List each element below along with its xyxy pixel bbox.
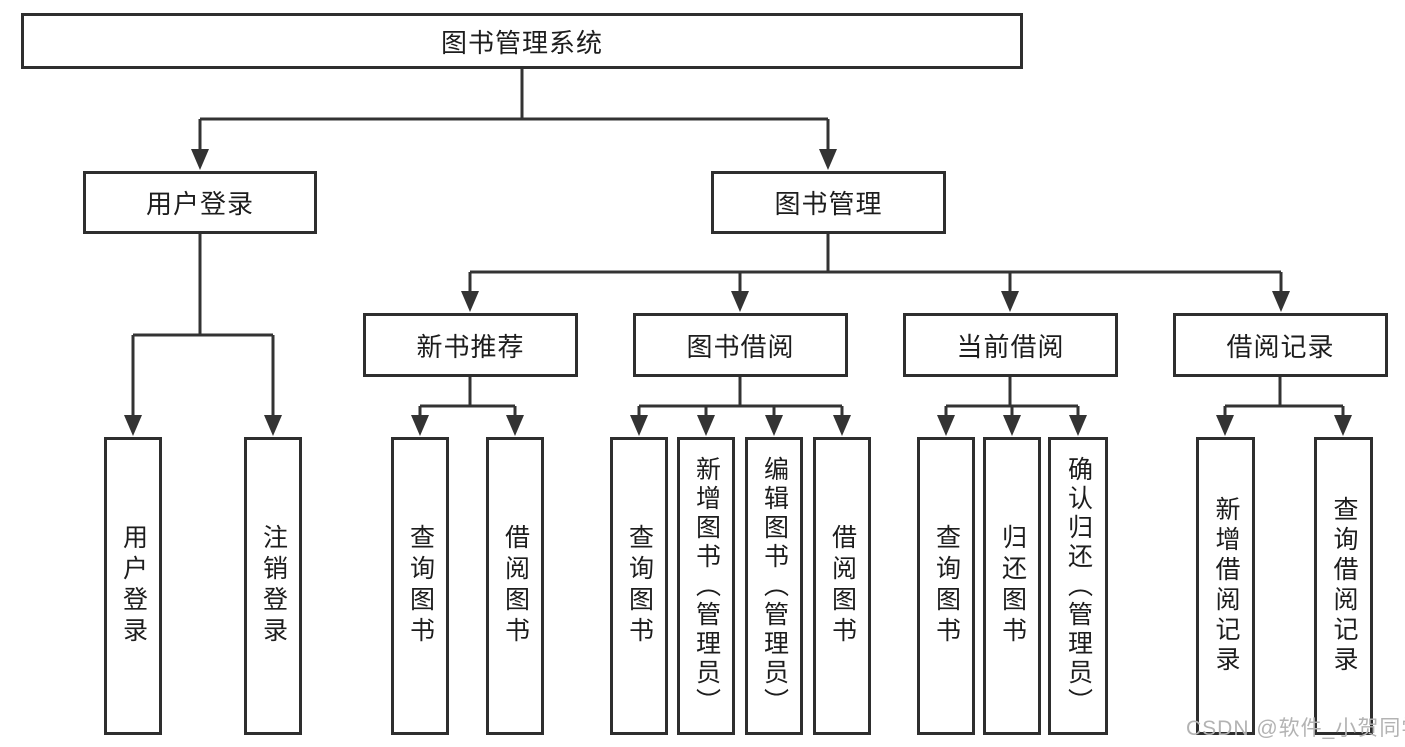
leaf-logout: 注销登录 bbox=[244, 437, 302, 735]
leaf-nbr-borrow-books: 借阅图书 bbox=[486, 437, 544, 735]
node-user-login: 用户登录 bbox=[83, 171, 317, 234]
leaf-user-login: 用户登录 bbox=[104, 437, 162, 735]
node-borrow-records: 借阅记录 bbox=[1173, 313, 1388, 377]
leaf-bb-add-books: 新增图书（管理员） bbox=[677, 437, 735, 735]
leaf-cb-confirm-return: 确认归还（管理员） bbox=[1048, 437, 1108, 735]
node-book-management: 图书管理 bbox=[711, 171, 946, 234]
leaf-bb-edit-books: 编辑图书（管理员） bbox=[745, 437, 803, 735]
arrowheads bbox=[124, 149, 1352, 436]
leaf-nbr-query-books: 查询图书 bbox=[391, 437, 449, 735]
leaf-bb-borrow-books: 借阅图书 bbox=[813, 437, 871, 735]
node-current-borrow: 当前借阅 bbox=[903, 313, 1118, 377]
csdn-watermark: CSDN @软件_小贺同学 bbox=[1186, 717, 1405, 740]
node-book-borrow: 图书借阅 bbox=[633, 313, 848, 377]
node-new-book-recommend: 新书推荐 bbox=[363, 313, 578, 377]
leaf-br-add-record: 新增借阅记录 bbox=[1196, 437, 1255, 735]
leaf-cb-query-books: 查询图书 bbox=[917, 437, 975, 735]
node-root: 图书管理系统 bbox=[21, 13, 1023, 69]
leaf-cb-return-books: 归还图书 bbox=[983, 437, 1041, 735]
leaf-br-query-record: 查询借阅记录 bbox=[1314, 437, 1373, 735]
leaf-bb-query-books: 查询图书 bbox=[610, 437, 668, 735]
